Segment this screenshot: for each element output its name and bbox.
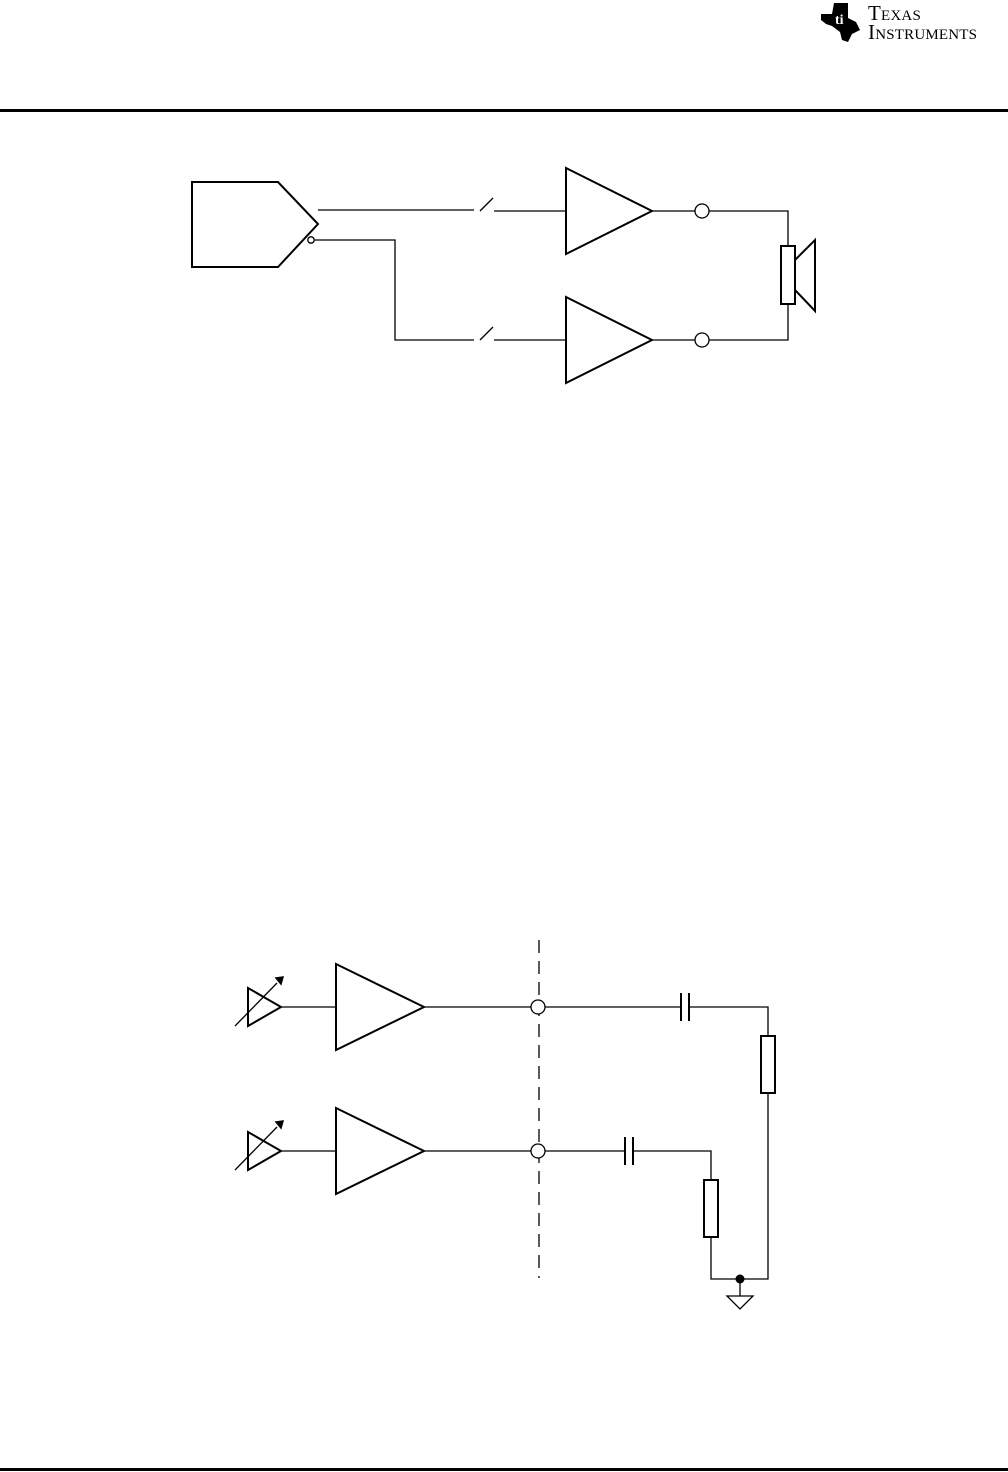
footer-rule (0, 1468, 1008, 1471)
wire-top-cap-resistor (690, 1007, 768, 1036)
wire-top-resistor-ground (740, 1093, 768, 1279)
capacitor-top (681, 993, 689, 1021)
amplifier-bottom (336, 1108, 424, 1194)
adjustable-source-top (235, 977, 283, 1026)
wire-bottom-cap-resistor (634, 1151, 711, 1180)
resistor-top (761, 1036, 775, 1093)
adjust-arrow-icon (276, 977, 283, 984)
adjustable-source-bottom (235, 1121, 283, 1170)
output-terminal-bottom (531, 1144, 545, 1158)
adjust-arrow-icon (276, 1121, 283, 1128)
output-terminal-top (531, 1000, 545, 1014)
resistor-bottom (704, 1180, 718, 1237)
wire-bottom-resistor-ground (711, 1237, 740, 1279)
amplifier-top (336, 964, 424, 1050)
ground-icon (727, 1296, 753, 1309)
capacitor-bottom (625, 1137, 633, 1165)
